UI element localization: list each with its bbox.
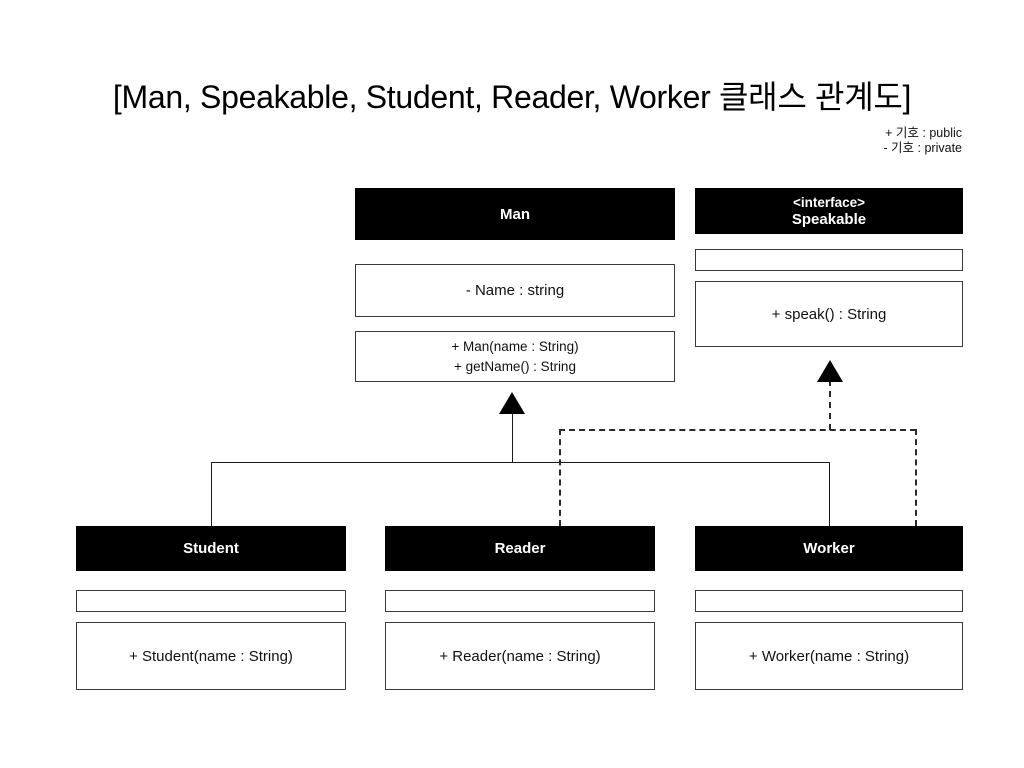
class-box-worker[interactable]: Worker + Worker(name : String): [695, 526, 963, 690]
class-name-reader: Reader: [494, 540, 546, 557]
attribute-item: - Name : string: [465, 282, 565, 299]
method-item: + Worker(name : String): [748, 647, 910, 665]
class-box-reader[interactable]: Reader + Reader(name : String): [385, 526, 655, 690]
generalization-riser-man: [512, 411, 513, 463]
method-item: + getName() : String: [454, 358, 576, 374]
class-box-man[interactable]: Man - Name : string + Man(name : String)…: [355, 188, 675, 382]
class-attributes-speakable: [695, 249, 963, 271]
class-header-man: Man: [355, 188, 675, 240]
legend-public: + 기호 : public: [885, 126, 962, 140]
class-name-worker: Worker: [803, 540, 855, 557]
legend-private: - 기호 : private: [883, 141, 962, 155]
class-box-speakable[interactable]: <interface> Speakable + speak() : String: [695, 188, 963, 347]
notation-legend: + 기호 : public - 기호 : private: [883, 126, 962, 156]
generalization-line-worker: [829, 462, 830, 526]
realization-line-worker: [915, 429, 917, 526]
class-attributes-man: - Name : string: [355, 264, 675, 317]
realization-bar: [559, 429, 916, 431]
method-item: + Student(name : String): [129, 647, 293, 665]
generalization-line-student: [211, 462, 212, 526]
method-item: + Reader(name : String): [439, 647, 601, 665]
class-name-speakable: Speakable: [791, 211, 867, 228]
class-attributes-reader: [385, 590, 655, 612]
class-header-worker: Worker: [695, 526, 963, 571]
generalization-arrowhead-man: [499, 392, 525, 414]
class-header-student: Student: [76, 526, 346, 571]
class-stereotype-speakable: <interface>: [792, 195, 866, 210]
realization-arrowhead-speakable: [817, 360, 843, 382]
method-item: + speak() : String: [771, 305, 887, 323]
class-name-student: Student: [183, 540, 239, 557]
page-title: [Man, Speakable, Student, Reader, Worker…: [112, 79, 912, 115]
class-methods-reader: + Reader(name : String): [385, 622, 655, 690]
class-attributes-student: [76, 590, 346, 612]
realization-riser-speakable: [829, 380, 831, 430]
realization-line-reader: [559, 429, 561, 526]
class-attributes-worker: [695, 590, 963, 612]
generalization-bar: [211, 462, 830, 463]
class-methods-worker: + Worker(name : String): [695, 622, 963, 690]
method-item: + Man(name : String): [451, 338, 579, 354]
class-name-man: Man: [500, 205, 530, 223]
class-box-student[interactable]: Student + Student(name : String): [76, 526, 346, 690]
class-header-speakable: <interface> Speakable: [695, 188, 963, 234]
class-methods-speakable: + speak() : String: [695, 281, 963, 347]
class-methods-student: + Student(name : String): [76, 622, 346, 690]
class-header-reader: Reader: [385, 526, 655, 571]
class-methods-man: + Man(name : String) + getName() : Strin…: [355, 331, 675, 382]
